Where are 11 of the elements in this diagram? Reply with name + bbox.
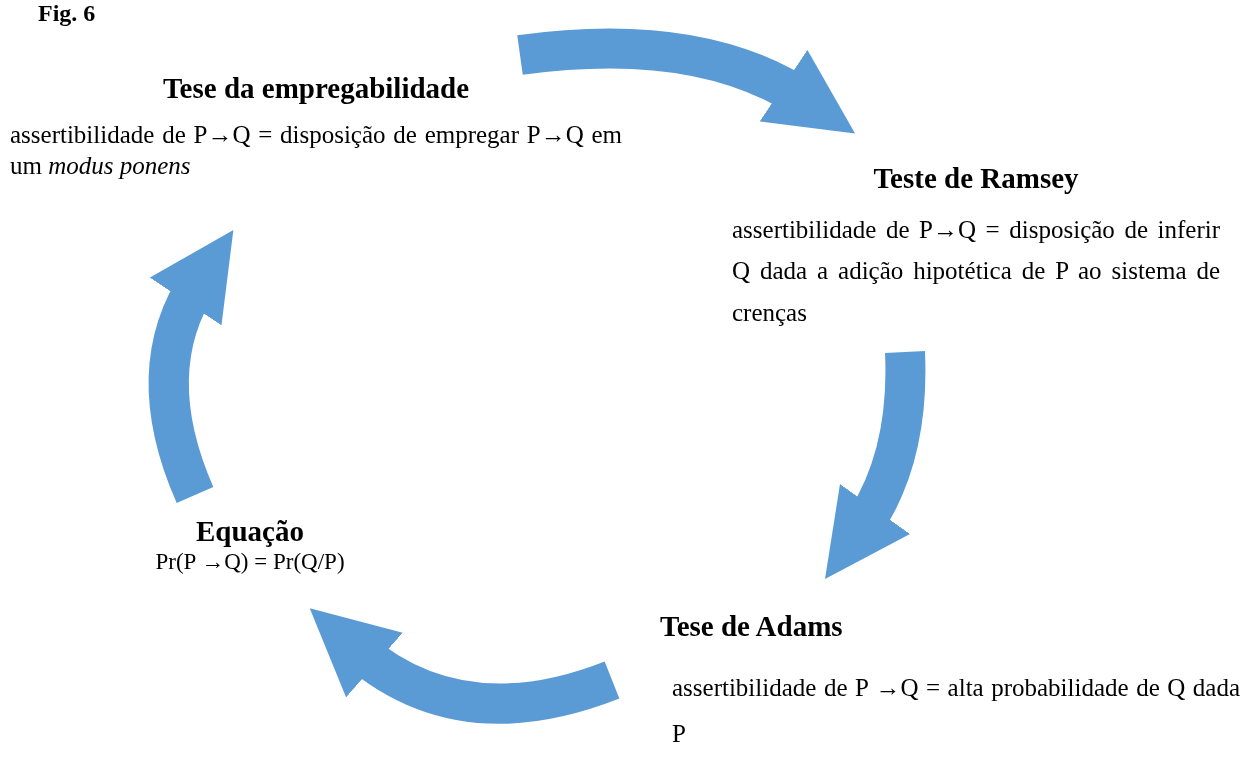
node-text: Pr(P →Q) = Pr(Q/P) — [154, 548, 346, 576]
node-heading: Tese de Adams — [660, 610, 844, 643]
curved-arrow — [826, 351, 926, 581]
curved-arrow — [517, 28, 857, 132]
node-text: assertibilidade de P→Q = disposição de empregar P→Q em um modus ponens — [10, 120, 622, 182]
node-heading: Tese da empregabilidade — [161, 72, 471, 105]
node-heading: Teste de Ramsey — [872, 162, 1080, 195]
figure-title: Fig. 6 — [38, 0, 96, 27]
node-text: assertibilidade de P→Q = disposição de inferir Q dada a adição hipotética de P ao sistema de crenças — [732, 215, 1220, 328]
node-heading: Equação — [195, 515, 305, 548]
node-text: assertibilidade de P →Q = alta probabilidade de Q dada P — [672, 673, 1240, 750]
